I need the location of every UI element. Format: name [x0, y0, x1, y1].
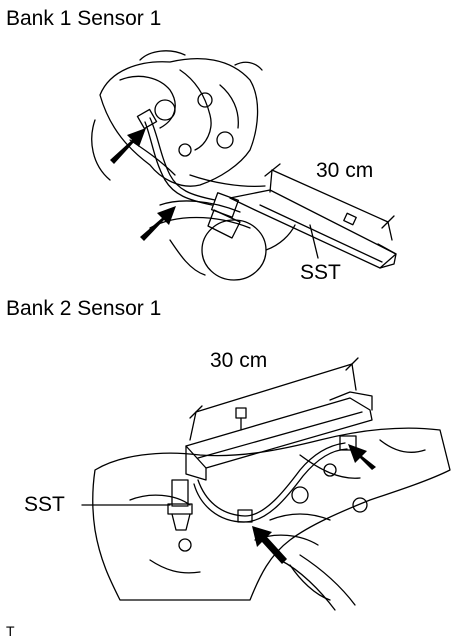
bank1-dimension-label: 30 cm: [316, 159, 374, 182]
bank2-engine-drawing: [92, 427, 451, 611]
footer-mark: T: [6, 623, 15, 639]
bank1-sst-leader: [309, 224, 319, 259]
bank2-dimension-label: 30 cm: [210, 349, 268, 372]
bank2-sensor-wire: [193, 435, 357, 523]
bank1-dimension-line: [264, 163, 395, 241]
bank1-arrow-lower: [140, 206, 176, 241]
bank2-arrow-right: [348, 444, 376, 470]
bank1-sst-label: SST: [300, 261, 341, 284]
bank2-title: Bank 2 Sensor 1: [6, 297, 162, 320]
bank1-sst-wrench: [207, 189, 397, 269]
bank2-sensor-socket: [167, 479, 193, 531]
bank1-engine-drawing: [91, 50, 296, 281]
bank2-sst-label: SST: [24, 493, 65, 516]
bank2-dimension-line: [189, 357, 359, 441]
bank1-title: Bank 1 Sensor 1: [6, 7, 162, 30]
bank1-arrow-upper: [110, 128, 146, 164]
bank2-arrow-lower: [252, 526, 287, 564]
bank2-sst-wrench: [185, 391, 373, 481]
